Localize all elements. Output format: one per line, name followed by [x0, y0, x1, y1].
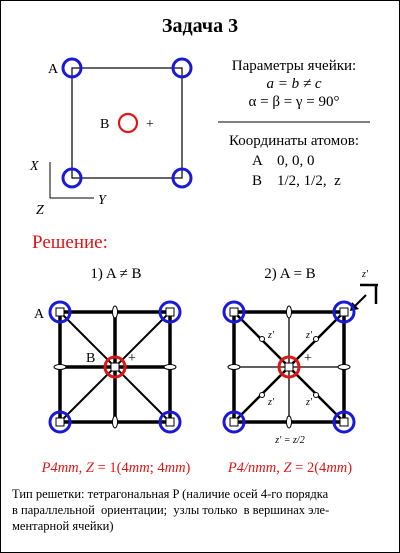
atom-a-bottom-right [171, 167, 193, 189]
case2-z-label-4: z' [305, 397, 313, 408]
case2-fourfold-br [339, 417, 349, 427]
case2-z-label-1: z' [267, 330, 275, 341]
case2-inversion-2 [313, 336, 319, 342]
case1-atom-a-tr [158, 300, 182, 324]
case2-atom-tr [332, 300, 356, 324]
footer-line-1: Тип решетки: тетрагональная P (наличие о… [12, 487, 329, 501]
case1-twofold-left [53, 364, 67, 370]
case1-symbol-part3: mm [129, 460, 150, 476]
case2-fourfold-bl [229, 417, 239, 427]
case2-symbol: P4/nmm, Z = 2(4mm) [227, 460, 352, 476]
case1-diagram: A B + [34, 300, 182, 434]
case1-atom-b-center [103, 355, 127, 379]
case1-symbol-part5: mm [165, 460, 186, 476]
case2-label: 2) A = B [264, 266, 315, 282]
axis-z-label: Z [36, 203, 44, 218]
coords-heading: Координаты атомов: [229, 133, 359, 149]
solution-heading: Решение: [32, 232, 108, 253]
case1-label-a: A [34, 307, 45, 322]
cell-label-b: B [100, 117, 109, 132]
atom-a-bottom-left [61, 167, 83, 189]
params-line2: α = β = γ = 90° [249, 94, 340, 110]
axis-y-label: Y [98, 193, 108, 208]
case1-symbol-part4: ; 4 [150, 460, 166, 476]
case2-twofold-right [337, 364, 351, 370]
case1-fourfold-tl [55, 307, 65, 317]
case2-symbol-part4: ) [347, 460, 352, 476]
footer-line-2: в параллельной ориентации; узлы только в… [12, 503, 329, 517]
coords-atom-b: B 1/2, 1/2, z [252, 173, 341, 189]
footer-note: Тип решетки: тетрагональная P (наличие о… [12, 487, 329, 533]
case1-symbol-part1: P4mm, Z [41, 460, 95, 476]
axis-x-label: X [29, 159, 39, 174]
cell-parameters: Параметры ячейки: a = b ≠ c α = β = γ = … [218, 58, 370, 189]
case1-plus: + [128, 351, 136, 366]
case2-fourfold-tr [339, 307, 349, 317]
case2-z-equation: z' = z/2 [274, 435, 304, 446]
case2-twofold-bottom [286, 415, 292, 429]
page-title: Задача 3 [162, 15, 238, 37]
case2-twofold-top [286, 305, 292, 319]
case2-symbol-part1: P4/nmm, Z [227, 460, 293, 476]
atom-b-center [117, 112, 139, 134]
case1-label-b: B [86, 351, 95, 366]
case1-symbol: P4mm, Z = 1(4mm; 4mm) [41, 460, 191, 476]
case2-fourfold-center [284, 362, 294, 372]
case1-symbol-part2: = 1(4 [94, 460, 130, 476]
case1-twofold-bottom [112, 415, 118, 429]
case1-symbol-part6: ) [186, 460, 191, 476]
footer-line-3: ментарной ячейки) [12, 519, 114, 533]
case2-fourfold-tl [229, 307, 239, 317]
case2-atom-br [332, 410, 356, 434]
case2-corner-glyph: z' [350, 269, 378, 311]
case1-twofold-top [112, 305, 118, 319]
case2-diagram: + z' z' z' z' z' = z/2 [222, 300, 356, 446]
case2-inversion-1 [259, 336, 265, 342]
atom-a-top-right [171, 57, 193, 79]
case1-fourfold-bl [55, 417, 65, 427]
case2-symbol-part2: = 2(4 [292, 460, 328, 476]
case1-label: 1) A ≠ B [90, 266, 141, 282]
case2-inversion-3 [259, 392, 265, 398]
case2-atom-tl [222, 300, 246, 324]
params-heading: Параметры ячейки: [232, 58, 356, 74]
case2-atom-bl [222, 410, 246, 434]
unit-cell-diagram: A B + X Y Z [29, 57, 193, 218]
case1-atom-a-bl [48, 410, 72, 434]
cell-square [71, 67, 183, 179]
case1-atom-a-br [158, 410, 182, 434]
atom-a-top-left [61, 57, 83, 79]
case1-fourfold-tr [165, 307, 175, 317]
params-line1: a = b ≠ c [266, 76, 321, 92]
case2-inversion-4 [313, 392, 319, 398]
case2-z-label-2: z' [305, 330, 313, 341]
cell-plus: + [146, 117, 154, 132]
case2-twofold-left [227, 364, 241, 370]
case2-z-label-3: z' [267, 397, 275, 408]
case1-fourfold-center [110, 362, 120, 372]
cell-label-a: A [48, 62, 59, 77]
case1-fourfold-br [165, 417, 175, 427]
coords-atom-a: A 0, 0, 0 [252, 153, 315, 169]
case2-symbol-part3: mm [326, 460, 347, 476]
case2-corner-label: z' [361, 269, 369, 280]
case2-plus: + [304, 351, 312, 366]
case1-atom-a-tl [48, 300, 72, 324]
case2-atom-center [277, 355, 301, 379]
case2-corner-arrow-shaft [353, 294, 367, 308]
case1-twofold-right [163, 364, 177, 370]
